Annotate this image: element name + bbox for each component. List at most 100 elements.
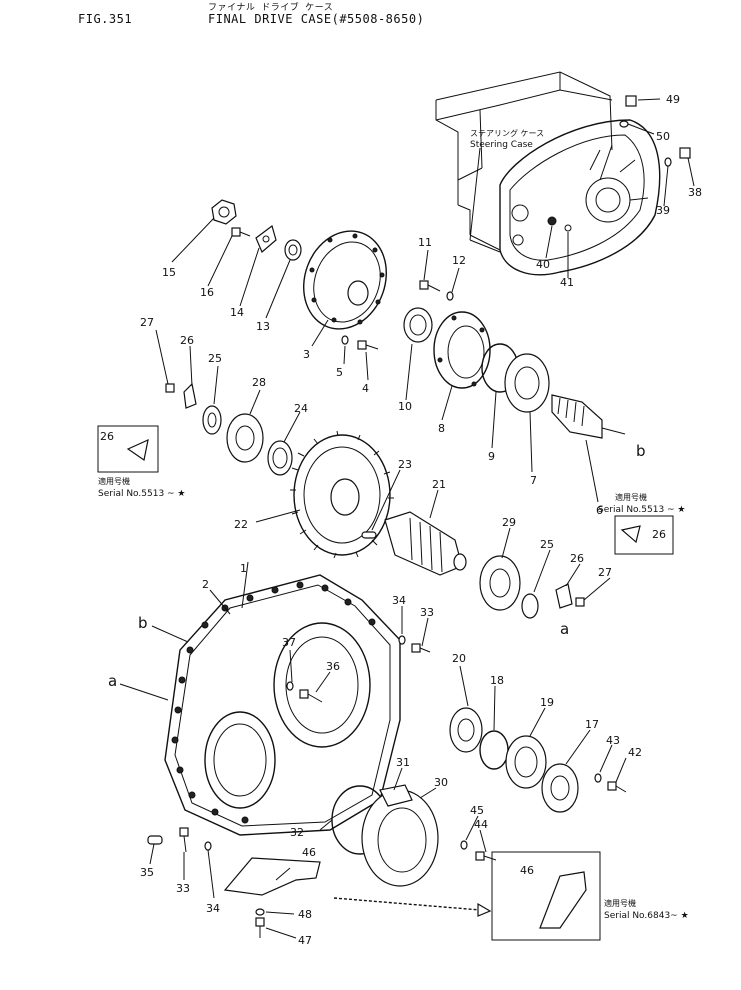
bearing-cage-part-8 (433, 311, 491, 389)
o-ring-part-18 (479, 730, 509, 770)
bolt-part-36 (299, 689, 323, 703)
lock-plate-part-14 (255, 224, 277, 253)
callout-42: 42 (628, 746, 642, 759)
steering-case-label-jp: ステアリング ケース (470, 128, 544, 138)
serial-note-guard: Serial No.6843~ ★ (604, 911, 689, 921)
callout-20: 20 (452, 652, 466, 665)
callout-29: 29 (502, 516, 516, 529)
washer-part-37 (286, 681, 294, 691)
notes: ステアリング ケース Steering Case 適用号機 Serial No.… (98, 128, 689, 921)
direction-arrow (333, 897, 492, 917)
bolt-part-44 (475, 851, 497, 861)
callout-44: 44 (474, 818, 488, 831)
callout-27: 27 (140, 316, 154, 329)
callout-28: 28 (252, 376, 266, 389)
callout-labels: 15 16 14 13 3 5 4 10 11 12 8 9 7 6 27 26… (100, 93, 702, 947)
callout-31: 31 (396, 756, 410, 769)
callout-22: 22 (234, 518, 248, 531)
lock-plate-part-26-right (555, 583, 573, 609)
callout-37: 37 (282, 636, 296, 649)
callout-18: 18 (490, 674, 504, 687)
ref-letter-a-left: a (108, 672, 117, 690)
guard-plate-part-46 (223, 857, 321, 896)
bolt-part-4 (357, 340, 379, 350)
callout-34-upper: 34 (392, 594, 406, 607)
callout-16: 16 (200, 286, 214, 299)
callout-46: 46 (302, 846, 316, 859)
callout-43: 43 (606, 734, 620, 747)
washer-part-5 (341, 335, 349, 345)
callout-24: 24 (294, 402, 308, 415)
callout-11: 11 (418, 236, 432, 249)
callout-10: 10 (398, 400, 412, 413)
figure-number: FIG.351 (78, 12, 133, 26)
callout-1: 1 (240, 562, 247, 575)
callout-47: 47 (298, 934, 312, 947)
washer-part-48 (255, 908, 265, 916)
callout-26-inset-right: 26 (652, 528, 666, 541)
reference-letters: a a b b (108, 442, 646, 690)
bolt-part-33 (179, 827, 189, 853)
callout-14: 14 (230, 306, 244, 319)
callout-38: 38 (688, 186, 702, 199)
callout-3: 3 (303, 348, 310, 361)
bull-gear-part-22 (290, 430, 394, 559)
bolt-part-47 (255, 917, 265, 938)
callout-41: 41 (560, 276, 574, 289)
pinion-part-21 (384, 511, 467, 576)
washer-part-34 (204, 841, 212, 851)
lock-plate-part-26 (183, 382, 197, 409)
callout-26-right: 26 (570, 552, 584, 565)
seal-part-19 (505, 735, 547, 789)
serial-note-right: Serial No.5513 ~ ★ (598, 505, 686, 515)
serial-inset-right (614, 515, 674, 555)
steering-case-label: Steering Case (470, 140, 533, 150)
final-drive-case-part-1 (164, 574, 401, 836)
bolt-part-38 (679, 147, 691, 159)
figure-title: FINAL DRIVE CASE(#5508-8650) (208, 12, 425, 26)
pinion-shaft-part-6 (551, 394, 626, 439)
callout-2: 2 (202, 578, 209, 591)
serial-inset-guard (491, 851, 601, 941)
serial-note-jp-guard: 適用号機 (604, 898, 636, 908)
callout-5: 5 (336, 366, 343, 379)
callout-48: 48 (298, 908, 312, 921)
bolt-part-33-upper (411, 643, 431, 653)
bearing-part-29 (479, 555, 521, 611)
spacer-part-24 (267, 440, 293, 476)
callout-12: 12 (452, 254, 466, 267)
callout-34: 34 (206, 902, 220, 915)
callout-8: 8 (438, 422, 445, 435)
washer-part-39 (664, 157, 672, 167)
bolt-part-42 (607, 781, 627, 793)
key-part-23 (361, 531, 377, 539)
callout-30: 30 (434, 776, 448, 789)
ref-letter-b-right: b (636, 442, 646, 460)
gasket-part-50 (619, 120, 629, 128)
callout-46-inset: 46 (520, 864, 534, 877)
callout-39: 39 (656, 204, 670, 217)
callout-23: 23 (398, 458, 412, 471)
callout-19: 19 (540, 696, 554, 709)
callout-15: 15 (162, 266, 176, 279)
callout-7: 7 (530, 474, 537, 487)
leader-lines (119, 98, 695, 939)
callout-50: 50 (656, 130, 670, 143)
cover-part-17 (541, 763, 579, 813)
steering-case-drawing (435, 71, 661, 276)
callout-4: 4 (362, 382, 369, 395)
callout-33-upper: 33 (420, 606, 434, 619)
serial-note-left: Serial No.5513 ~ ★ (98, 489, 186, 499)
callout-21: 21 (432, 478, 446, 491)
bolt-part-16 (231, 227, 251, 237)
callout-13: 13 (256, 320, 270, 333)
bearing-part-20 (449, 707, 483, 753)
callout-49: 49 (666, 93, 680, 106)
callout-17: 17 (585, 718, 599, 731)
callout-25-right: 25 (540, 538, 554, 551)
shim-ring-part-13 (284, 239, 302, 261)
washer-part-12 (446, 291, 454, 301)
bolt-part-27-right (575, 597, 585, 607)
bolt-part-27 (165, 383, 175, 393)
washer-part-45 (460, 840, 468, 850)
